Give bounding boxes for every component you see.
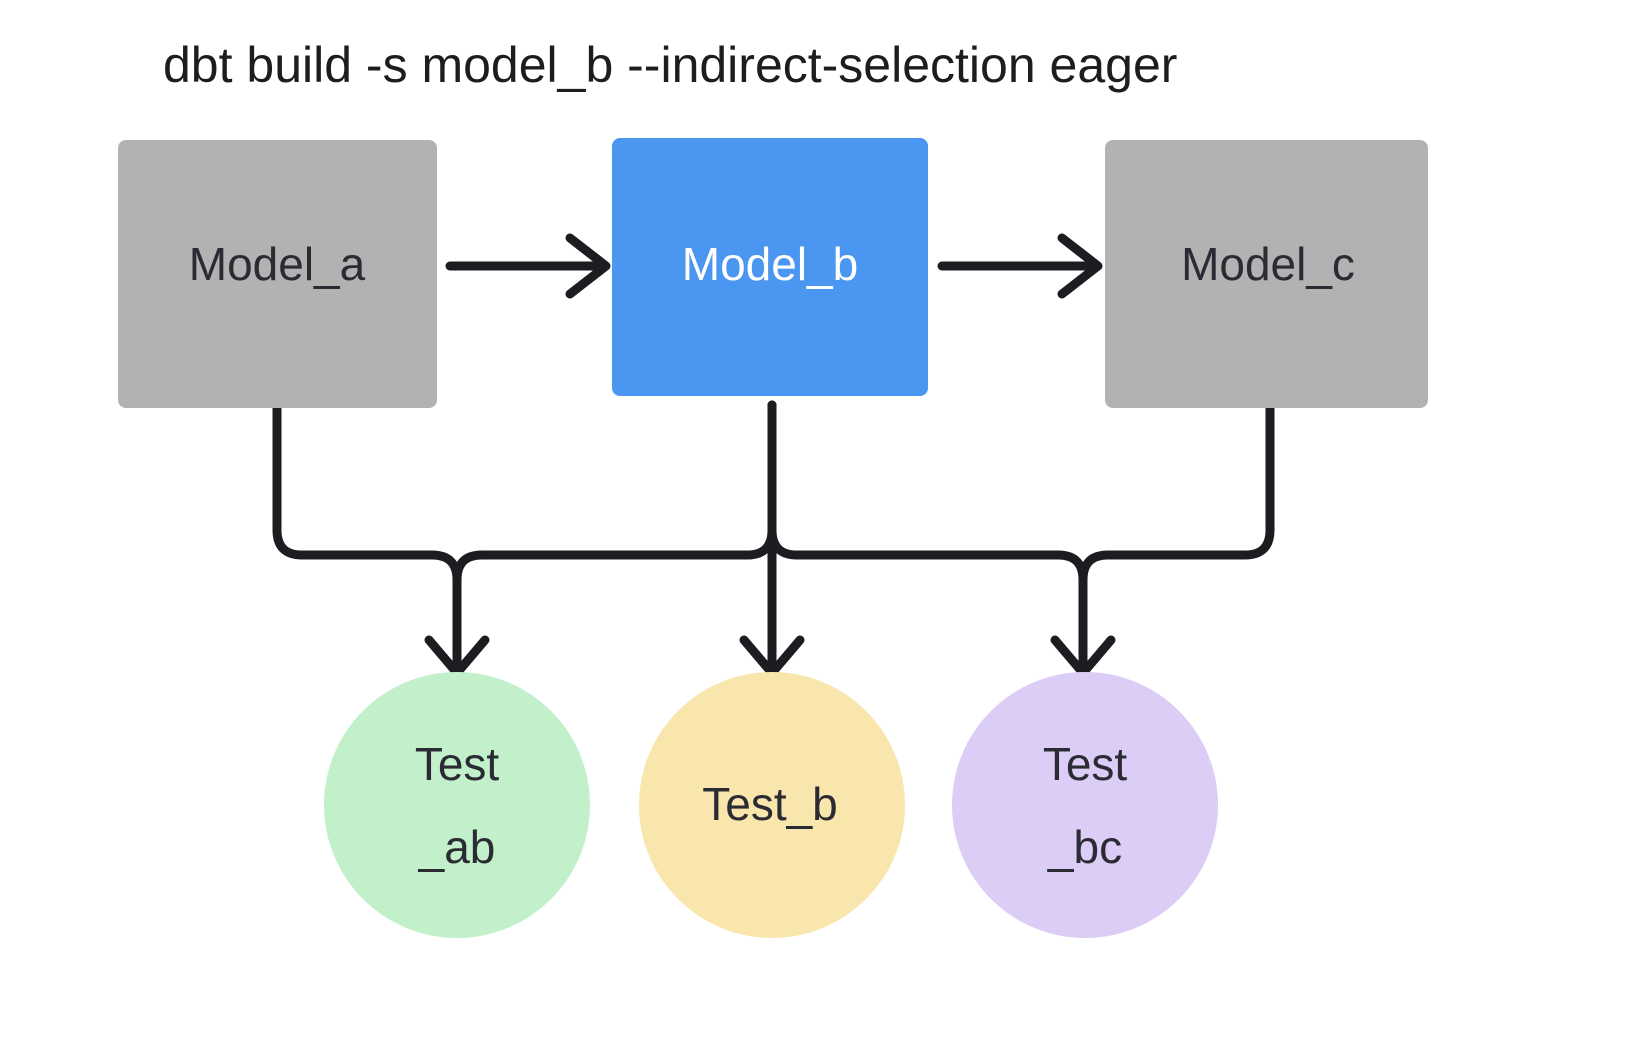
model-a-label: Model_a bbox=[189, 238, 366, 290]
model-c-label: Model_c bbox=[1181, 238, 1355, 290]
edge-model-b-to-test-ab bbox=[452, 400, 777, 673]
edge-model-a-to-test-ab bbox=[272, 400, 462, 673]
test-ab-label-line2: _ab bbox=[418, 821, 496, 873]
test-ab-label-line1: Test bbox=[415, 738, 500, 790]
test-node-test-bc[interactable]: Test _bc bbox=[952, 672, 1218, 938]
model-b-label: Model_b bbox=[682, 238, 858, 290]
model-c-box[interactable] bbox=[1105, 140, 1428, 408]
edge-model-b-to-model-c bbox=[937, 233, 1103, 299]
arrow-right-icon bbox=[1057, 233, 1103, 299]
model-a-box[interactable] bbox=[118, 140, 437, 408]
edge-layer bbox=[272, 233, 1275, 678]
test-bc-label-line2: _bc bbox=[1047, 821, 1122, 873]
page-title: dbt build -s model_b --indirect-selectio… bbox=[163, 37, 1177, 93]
edge-model-b-to-test-bc bbox=[767, 400, 1088, 673]
test-node-test-ab[interactable]: Test _ab bbox=[324, 672, 590, 938]
model-b-box[interactable] bbox=[612, 138, 928, 396]
edge-model-a-to-model-b bbox=[445, 233, 611, 299]
test-ab-circle[interactable] bbox=[324, 672, 590, 938]
test-bc-label-line1: Test bbox=[1043, 738, 1128, 790]
model-node-model-b[interactable]: Model_b bbox=[612, 138, 928, 396]
model-node-model-c[interactable]: Model_c bbox=[1105, 140, 1428, 408]
edge-model-c-to-test-bc bbox=[1078, 400, 1275, 673]
test-bc-circle[interactable] bbox=[952, 672, 1218, 938]
model-node-model-a[interactable]: Model_a bbox=[118, 140, 437, 408]
test-b-circle[interactable] bbox=[639, 672, 905, 938]
test-node-test-b[interactable]: Test_b bbox=[639, 672, 905, 938]
arrow-right-icon bbox=[565, 233, 611, 299]
test-b-label-line1: Test_b bbox=[702, 778, 838, 830]
